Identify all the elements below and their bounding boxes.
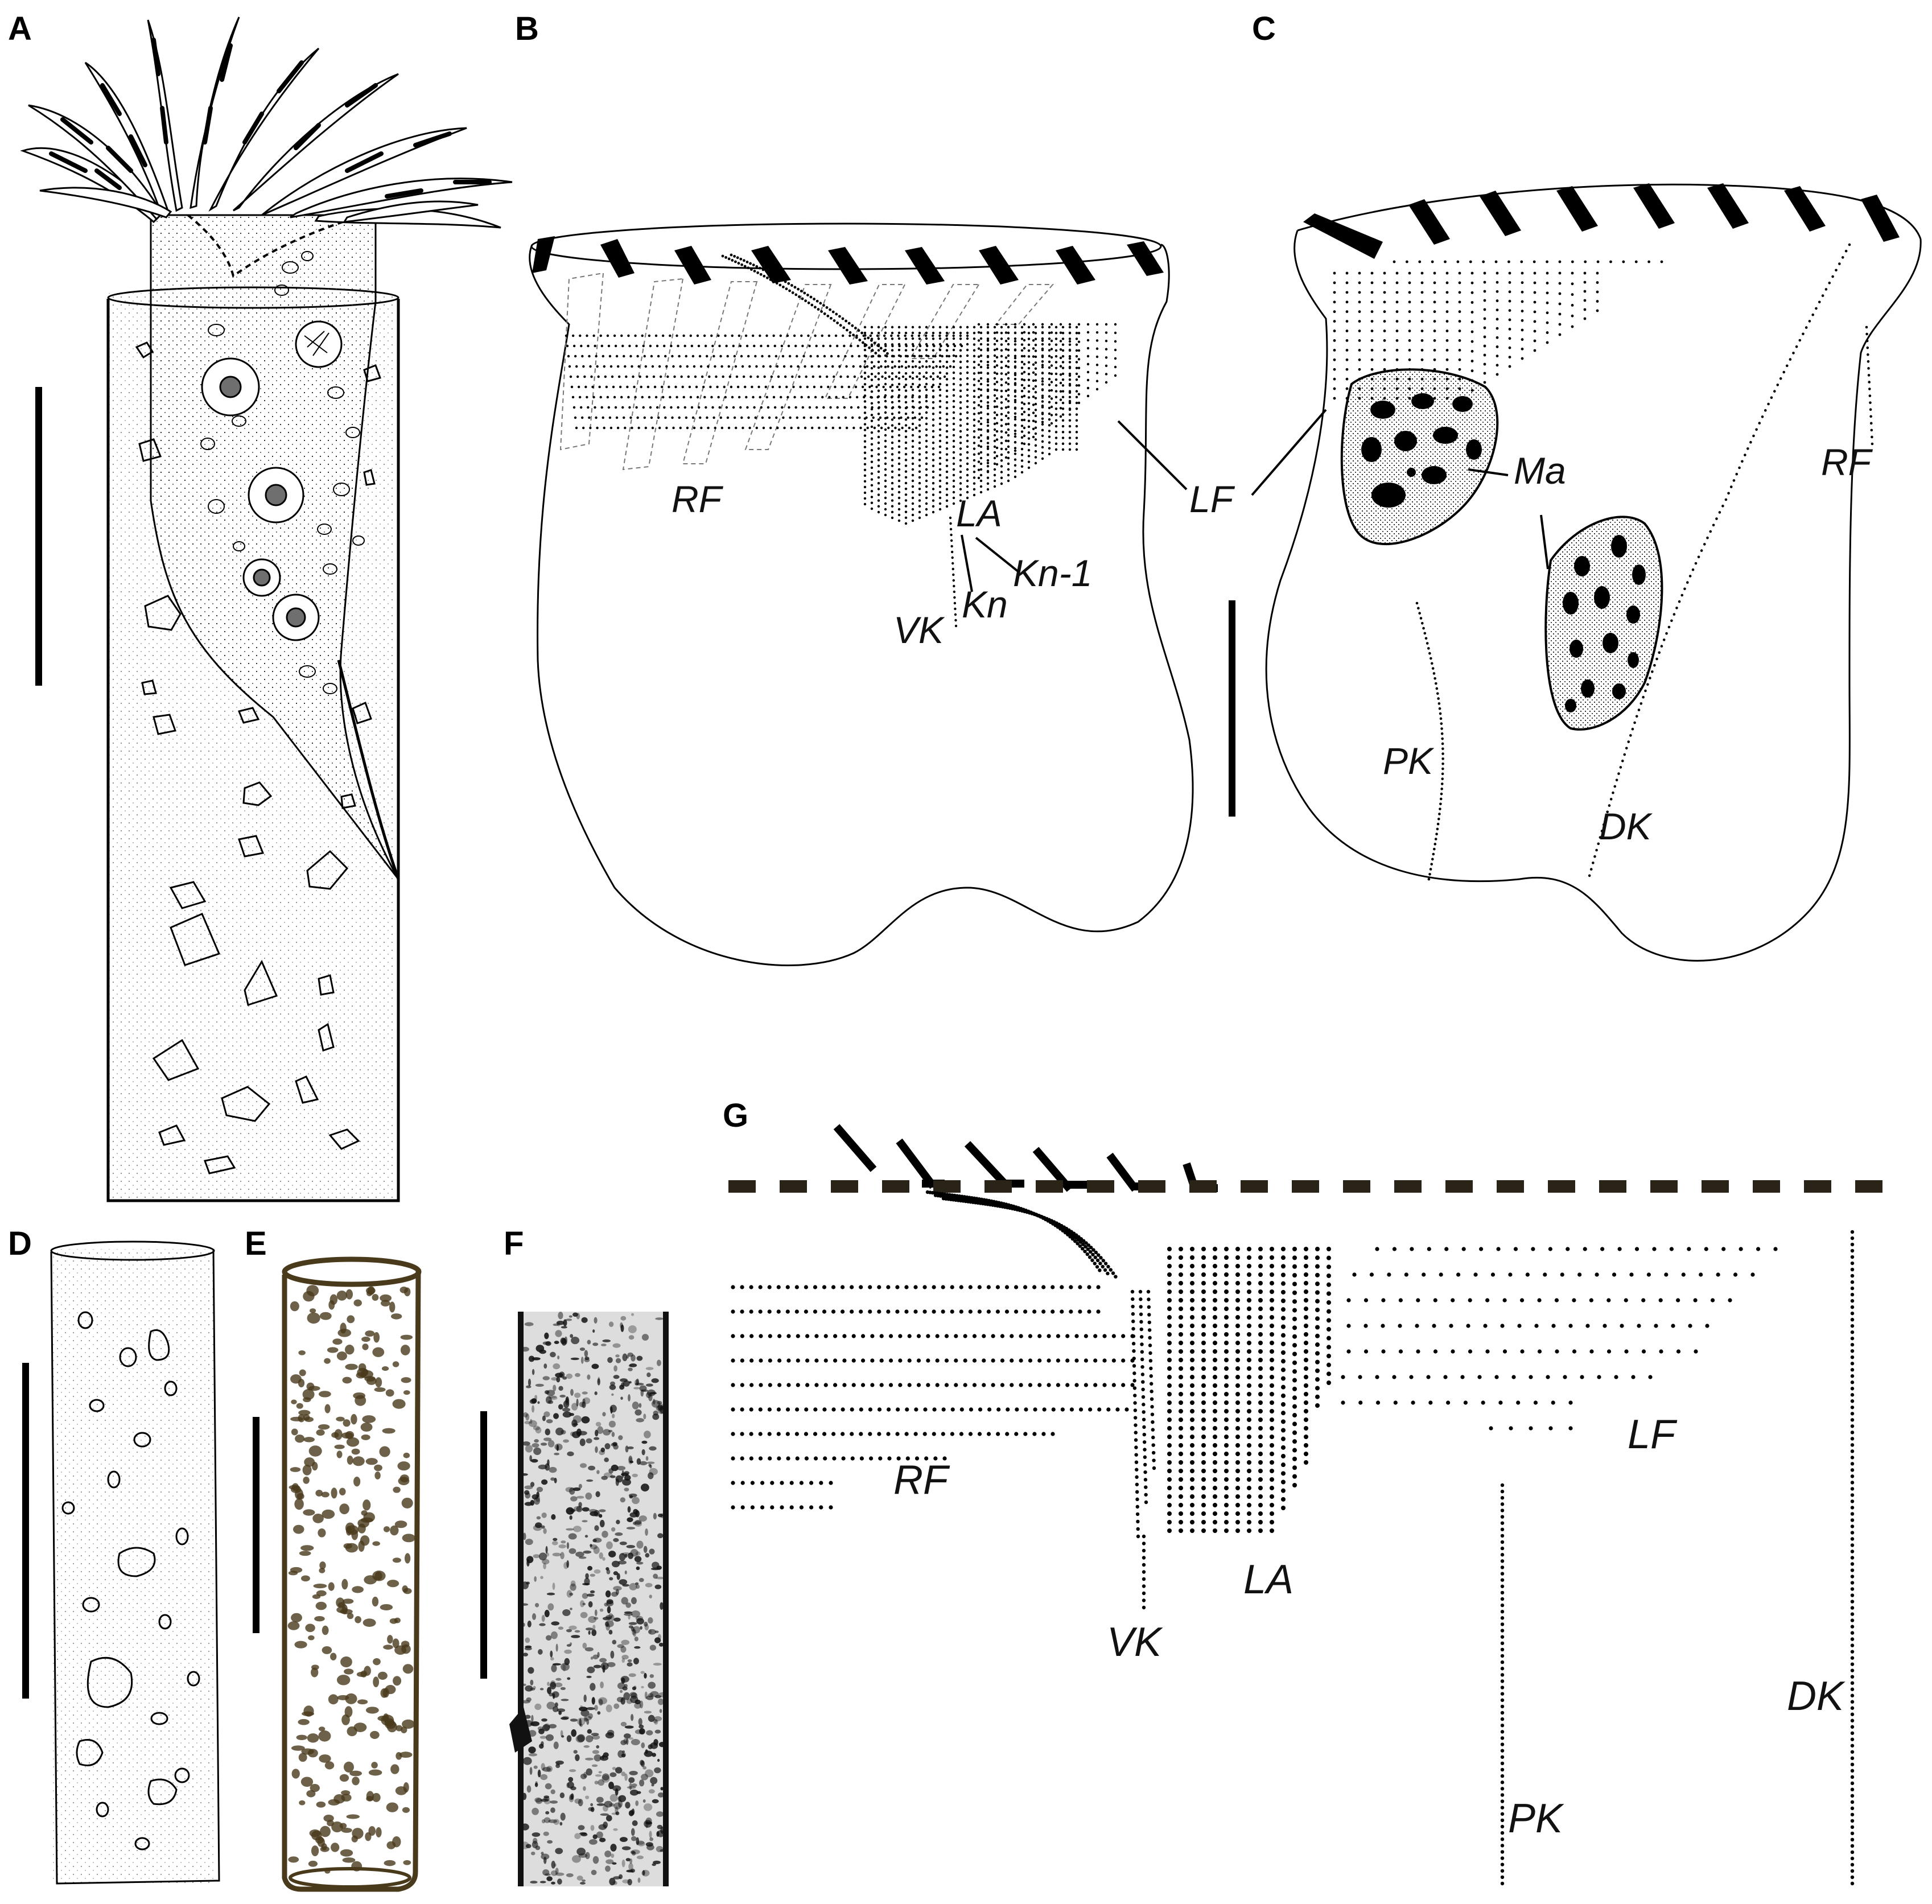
label-g-la: LA xyxy=(1243,1557,1294,1602)
panel-g: G RF LF LA VK PK DK xyxy=(723,1097,1898,1886)
membranelle-stripes-a xyxy=(49,38,492,199)
label-b-lf: LF xyxy=(1189,478,1235,520)
cell-body-a xyxy=(150,214,400,880)
lorica-particles-e xyxy=(287,1285,415,1874)
label-g-rf: RF xyxy=(893,1457,950,1503)
leader-lines-b xyxy=(961,420,1188,592)
leader-lines-c xyxy=(1251,409,1549,570)
cell-outline-b xyxy=(529,244,1194,966)
lorica-texture-f xyxy=(520,1312,667,1886)
panel-letter-g: G xyxy=(723,1097,748,1134)
panel-letter-d: D xyxy=(8,1225,32,1262)
lorica-particles-d xyxy=(61,1311,200,1851)
panel-letter-c: C xyxy=(1252,10,1276,47)
panel-b: B RF LA LF Kn-1 Kn VK xyxy=(515,10,1235,966)
macronucleus-2 xyxy=(1544,516,1663,731)
label-c-pk: PK xyxy=(1383,740,1435,782)
macronucleus-1 xyxy=(1340,368,1499,545)
label-b-la: LA xyxy=(956,492,1002,534)
label-c-ma: Ma xyxy=(1514,450,1566,492)
label-b-kn1: Kn-1 xyxy=(1013,552,1092,594)
label-g-pk: PK xyxy=(1508,1796,1564,1841)
kinety-dots-c xyxy=(1333,243,1874,881)
cell-outline-c xyxy=(1265,230,1922,962)
label-b-vk: VK xyxy=(893,609,945,651)
panel-letter-a: A xyxy=(8,10,32,47)
panel-c: C xyxy=(1251,10,1922,962)
ghost-membranelles-b xyxy=(559,272,1054,471)
panel-letter-f: F xyxy=(504,1225,524,1262)
membranelles-a xyxy=(20,17,513,229)
label-c-dk: DK xyxy=(1599,805,1653,847)
label-g-lf: LF xyxy=(1628,1412,1678,1457)
oral-membranelles-c xyxy=(1303,183,1900,259)
kinety-dots-g xyxy=(731,1190,1855,1886)
label-b-rf: RF xyxy=(672,478,724,520)
label-b-kn: Kn xyxy=(962,583,1008,625)
panel-letter-e: E xyxy=(245,1225,267,1262)
panel-d: D xyxy=(8,1225,220,1885)
panel-f: F xyxy=(480,1225,669,1886)
kinety-dots-b xyxy=(565,253,1117,628)
label-g-vk: VK xyxy=(1107,1619,1163,1665)
label-g-dk: DK xyxy=(1787,1674,1846,1719)
membranelles-g xyxy=(833,1124,1218,1192)
label-c-rf: RF xyxy=(1821,441,1873,483)
panel-a: A xyxy=(8,10,513,1202)
panel-e: E xyxy=(245,1225,422,1892)
oral-membranelles-b xyxy=(532,236,1164,285)
panel-letter-b: B xyxy=(515,10,539,47)
